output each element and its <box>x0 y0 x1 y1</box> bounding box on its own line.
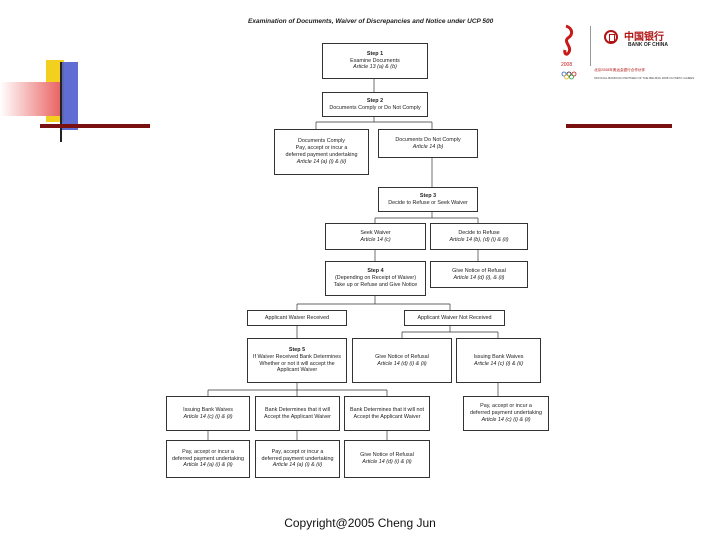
deco-dark-line <box>60 62 62 142</box>
issuing-bank-waives-box-left: Issuing Bank Waives Article 14 (c) (i) &… <box>166 396 250 431</box>
beijing-2008-emblem-icon: 2008 <box>561 24 577 80</box>
step-5-line-3: Applicant Waiver <box>276 367 318 374</box>
notice-2-article: Article 14 (d) (i) & (ii) <box>377 360 427 367</box>
refuse-article: Article 14 (b), (d) (i) & (ii) <box>449 236 509 243</box>
step-4-box: Step 4 (Depending on Receipt of Waiver) … <box>325 261 426 296</box>
step-2-box: Step 2 Documents Comply or Do Not Comply <box>322 92 428 117</box>
will-not-accept-line-1: Bank Determines that it will not <box>349 406 424 413</box>
notice-3-article: Article 14 (d) (i) & (ii) <box>362 459 412 465</box>
received-label: Applicant Waiver Received <box>264 314 330 321</box>
waives-2-article: Article 14 (c) (i) & (ii) <box>473 360 524 367</box>
notice-1-article: Article 14 (d) (i), & (ii) <box>453 274 505 281</box>
comply-line-2: deferred payment undertaking <box>285 152 358 158</box>
logo-english-name: BANK OF CHINA <box>628 42 668 48</box>
documents-not-comply-box: Documents Do Not Comply Article 14 (b) <box>378 129 478 158</box>
step-1-box: Step 1 Examine Documents Article 13 (a) … <box>322 43 428 79</box>
step-1-heading: Step 1 <box>366 50 384 57</box>
refuse-heading: Decide to Refuse <box>458 229 500 236</box>
step-5-line-1: If Waiver Received Bank Determines <box>253 353 341 360</box>
pay-3-line-1: Pay, accept or incur a <box>480 403 532 410</box>
step-3-box: Step 3 Decide to Refuse or Seek Waiver <box>378 187 478 212</box>
issuing-bank-waives-box-right: Issuing Bank Waives Article 14 (c) (i) &… <box>456 338 541 383</box>
notice-3-heading: Give Notice of Refusal <box>360 452 414 459</box>
logo-divider <box>590 26 591 66</box>
pay-accept-box-right: Pay, accept or incur a deferred payment … <box>463 396 549 431</box>
step-3-heading: Step 3 <box>419 192 437 199</box>
pay-accept-box-1: Pay, accept or incur a deferred payment … <box>166 440 250 478</box>
waives-1-article: Article 14 (c) (i) & (ii) <box>183 413 233 420</box>
step-5-box: Step 5 If Waiver Received Bank Determine… <box>247 338 347 383</box>
notice-1-heading: Give Notice of Refusal <box>452 267 506 274</box>
deco-blue-block <box>62 62 78 130</box>
documents-comply-box: Documents Comply Pay, accept or incur a … <box>274 129 369 175</box>
comply-heading: Documents Comply <box>297 138 346 145</box>
step-1-article: Article 13 (a) & (b) <box>353 64 397 71</box>
seek-waiver-heading: Seek Waiver <box>360 229 391 236</box>
will-not-accept-line-2: Accept the Applicant Waiver <box>353 413 421 420</box>
step-5-heading: Step 5 <box>288 346 306 353</box>
step-4-line-2: Take up or Refuse and Give Notice <box>333 281 418 288</box>
pay-1-line-1: Pay, accept or incur a <box>182 448 234 455</box>
comply-line-1: Pay, accept or incur a <box>295 145 348 152</box>
will-accept-line-1: Bank Determines that it will <box>264 406 330 413</box>
pay-2-line-1: Pay, accept or incur a <box>271 448 324 455</box>
waives-2-heading: Issuing Bank Waives <box>473 353 524 360</box>
bank-determines-will-not-accept-box: Bank Determines that it will not Accept … <box>344 396 430 431</box>
give-notice-refusal-box-3: Give Notice of Refusal Article 14 (d) (i… <box>344 440 430 478</box>
svg-text:2008: 2008 <box>561 62 572 68</box>
seek-waiver-article: Article 14 (c) <box>360 236 391 243</box>
step-4-heading: Step 4 <box>367 268 384 275</box>
notice-2-heading: Give Notice of Refusal <box>375 353 429 360</box>
waives-1-heading: Issuing Bank Waives <box>183 406 233 413</box>
pay-1-article: Article 14 (a) (i) & (ii) <box>183 462 233 469</box>
step-2-heading: Step 2 <box>366 97 384 104</box>
deco-accent-bar-right <box>566 124 672 128</box>
copyright-footer: Copyright@2005 Cheng Jun <box>284 516 436 530</box>
deco-accent-bar-left <box>40 124 150 128</box>
applicant-waiver-received-box: Applicant Waiver Received <box>247 310 347 326</box>
step-2-text: Documents Comply or Do Not Comply <box>329 104 421 111</box>
deco-red-block <box>0 82 62 116</box>
applicant-waiver-not-received-box: Applicant Waiver Not Received <box>404 310 505 326</box>
not-comply-heading: Documents Do Not Comply <box>395 136 461 143</box>
step-4-line-1: (Depending on Receipt of Waiver) <box>335 275 416 282</box>
seek-waiver-box: Seek Waiver Article 14 (c) <box>325 223 426 250</box>
bank-determines-will-accept-box: Bank Determines that it will Accept the … <box>255 396 340 431</box>
logo-partner-line-en: OFFICIAL BANKING PARTNER OF THE BEIJING … <box>594 76 695 80</box>
give-notice-refusal-box-1: Give Notice of Refusal Article 14 (d) (i… <box>430 261 528 288</box>
not-received-label: Applicant Waiver Not Received <box>417 314 492 321</box>
step-3-text: Decide to Refuse or Seek Waiver <box>388 199 468 206</box>
pay-1-line-2: deferred payment undertaking <box>172 455 244 462</box>
logo-partner-line: 北京2008年奥运会银行合作伙伴 <box>594 68 646 72</box>
comply-article: Article 14 (a) (i) & (ii) <box>296 158 347 165</box>
step-1-text: Examine Documents <box>350 57 400 64</box>
bank-of-china-mark-icon <box>604 30 618 44</box>
pay-2-article: Article 14 (a) (i) & (ii) <box>272 462 323 469</box>
step-5-line-2: Whether or not it will accept the <box>259 360 335 367</box>
pay-3-article: Article 14 (c) (i) & (ii) <box>481 416 531 423</box>
logo-chinese-name: 中国银行 <box>624 32 664 43</box>
bank-of-china-logo: 2008 中国银行 BANK OF CHINA 北京2008年奥运会银行合作伙伴… <box>560 24 694 86</box>
pay-2-line-2: deferred payment undertaking <box>261 455 334 462</box>
will-accept-line-2: Accept the Applicant Waiver <box>264 413 331 420</box>
decide-to-refuse-box: Decide to Refuse Article 14 (b), (d) (i)… <box>430 223 528 250</box>
give-notice-refusal-box-2: Give Notice of Refusal Article 14 (d) (i… <box>352 338 452 383</box>
not-comply-article: Article 14 (b) <box>412 143 444 150</box>
diagram-title: Examination of Documents, Waiver of Disc… <box>248 18 494 25</box>
pay-3-line-2: deferred payment undertaking <box>470 410 542 417</box>
pay-accept-box-2: Pay, accept or incur a deferred payment … <box>255 440 340 478</box>
